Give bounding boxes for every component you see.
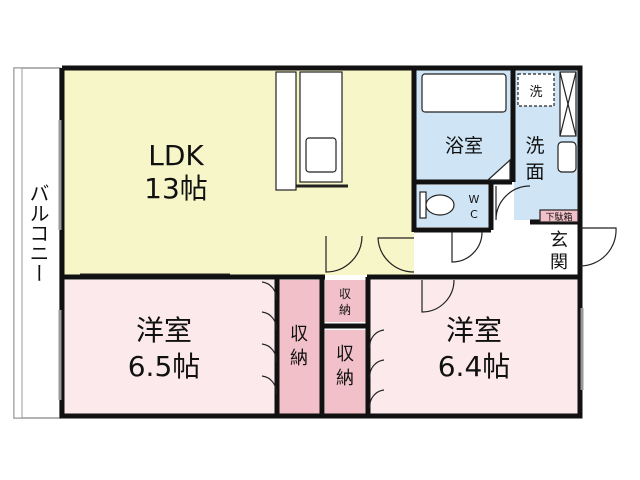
washroom-label-top: 洗 bbox=[525, 135, 544, 157]
closet-large-label-top: 収 bbox=[290, 324, 308, 345]
bedroom-east-label: 洋室 bbox=[446, 314, 502, 347]
ldk-room bbox=[64, 70, 414, 275]
closet-large bbox=[278, 280, 320, 414]
door-entrance bbox=[579, 227, 617, 267]
toilet-tank-icon bbox=[419, 191, 427, 219]
closet-door-west-4 bbox=[261, 375, 277, 395]
closet-small-bottom-label-top: 収 bbox=[336, 344, 354, 365]
shoe-box-label: 下駄箱 bbox=[545, 211, 572, 223]
bath-floor-triangle bbox=[486, 158, 511, 181]
kitchen-sink-unit bbox=[299, 71, 343, 183]
entrance-label-top: 玄 bbox=[550, 230, 568, 251]
labels: LDK 13帖 浴室 洗 洗 面 W C 下駄箱 玄 関 洋室 6.5帖 洋室 … bbox=[128, 85, 573, 389]
toilet-label-bottom: C bbox=[470, 208, 478, 221]
entrance-label-bottom: 関 bbox=[550, 252, 568, 273]
laundry-label: 洗 bbox=[529, 85, 542, 100]
closet-door-east-3 bbox=[369, 389, 385, 409]
closet-large-label-bottom: 納 bbox=[290, 348, 308, 369]
toilet-label-top: W bbox=[469, 193, 480, 206]
laundry-icon bbox=[517, 73, 555, 107]
closet-door-east-2 bbox=[369, 359, 385, 379]
closet-small-top bbox=[325, 280, 367, 322]
bedroom-east-room bbox=[370, 280, 580, 414]
bedroom-west-size: 6.5帖 bbox=[128, 350, 201, 383]
bedroom-west-label: 洋室 bbox=[136, 314, 192, 347]
toilet-bowl-icon bbox=[425, 194, 455, 216]
balcony-rail bbox=[13, 67, 23, 419]
closet-small-top-label-top: 収 bbox=[339, 287, 351, 301]
closet-door-east-1 bbox=[369, 329, 385, 349]
closet-small-top-label-bottom: 納 bbox=[339, 303, 351, 317]
doors bbox=[261, 185, 617, 409]
kitchen-sink-icon bbox=[305, 137, 337, 173]
shoe-box-icon bbox=[539, 209, 579, 223]
ldk-label: LDK bbox=[148, 139, 204, 172]
door-toilet bbox=[451, 231, 483, 263]
ldk-size: 13帖 bbox=[144, 172, 208, 205]
door-bath bbox=[495, 185, 531, 221]
hall-area bbox=[416, 230, 540, 278]
bedroom-west-room bbox=[64, 280, 278, 414]
outer-wall bbox=[59, 65, 583, 419]
door-bedroom-east bbox=[421, 279, 455, 313]
closet-small-bottom-label-bottom: 納 bbox=[336, 368, 354, 389]
shelf-cross-2 bbox=[559, 71, 577, 137]
bathtub-icon bbox=[421, 73, 507, 113]
closet-door-west-1 bbox=[261, 281, 277, 301]
door-ldk-hall bbox=[325, 235, 363, 273]
closet-small-bottom bbox=[325, 330, 367, 414]
door-ldk-east bbox=[377, 237, 415, 273]
bath-label: 浴室 bbox=[445, 135, 483, 157]
balcony-label: バルコニー bbox=[26, 183, 50, 283]
closet-door-west-2 bbox=[261, 311, 277, 331]
fixtures bbox=[58, 71, 584, 400]
entrance-area bbox=[540, 222, 578, 272]
bedroom-east-size: 6.4帖 bbox=[438, 350, 511, 383]
vanity-icon bbox=[557, 141, 577, 173]
kitchen-counter bbox=[275, 71, 297, 191]
balcony: バルコニー bbox=[13, 67, 61, 419]
washroom-label-bottom: 面 bbox=[525, 161, 544, 183]
closet-door-west-3 bbox=[261, 343, 277, 363]
